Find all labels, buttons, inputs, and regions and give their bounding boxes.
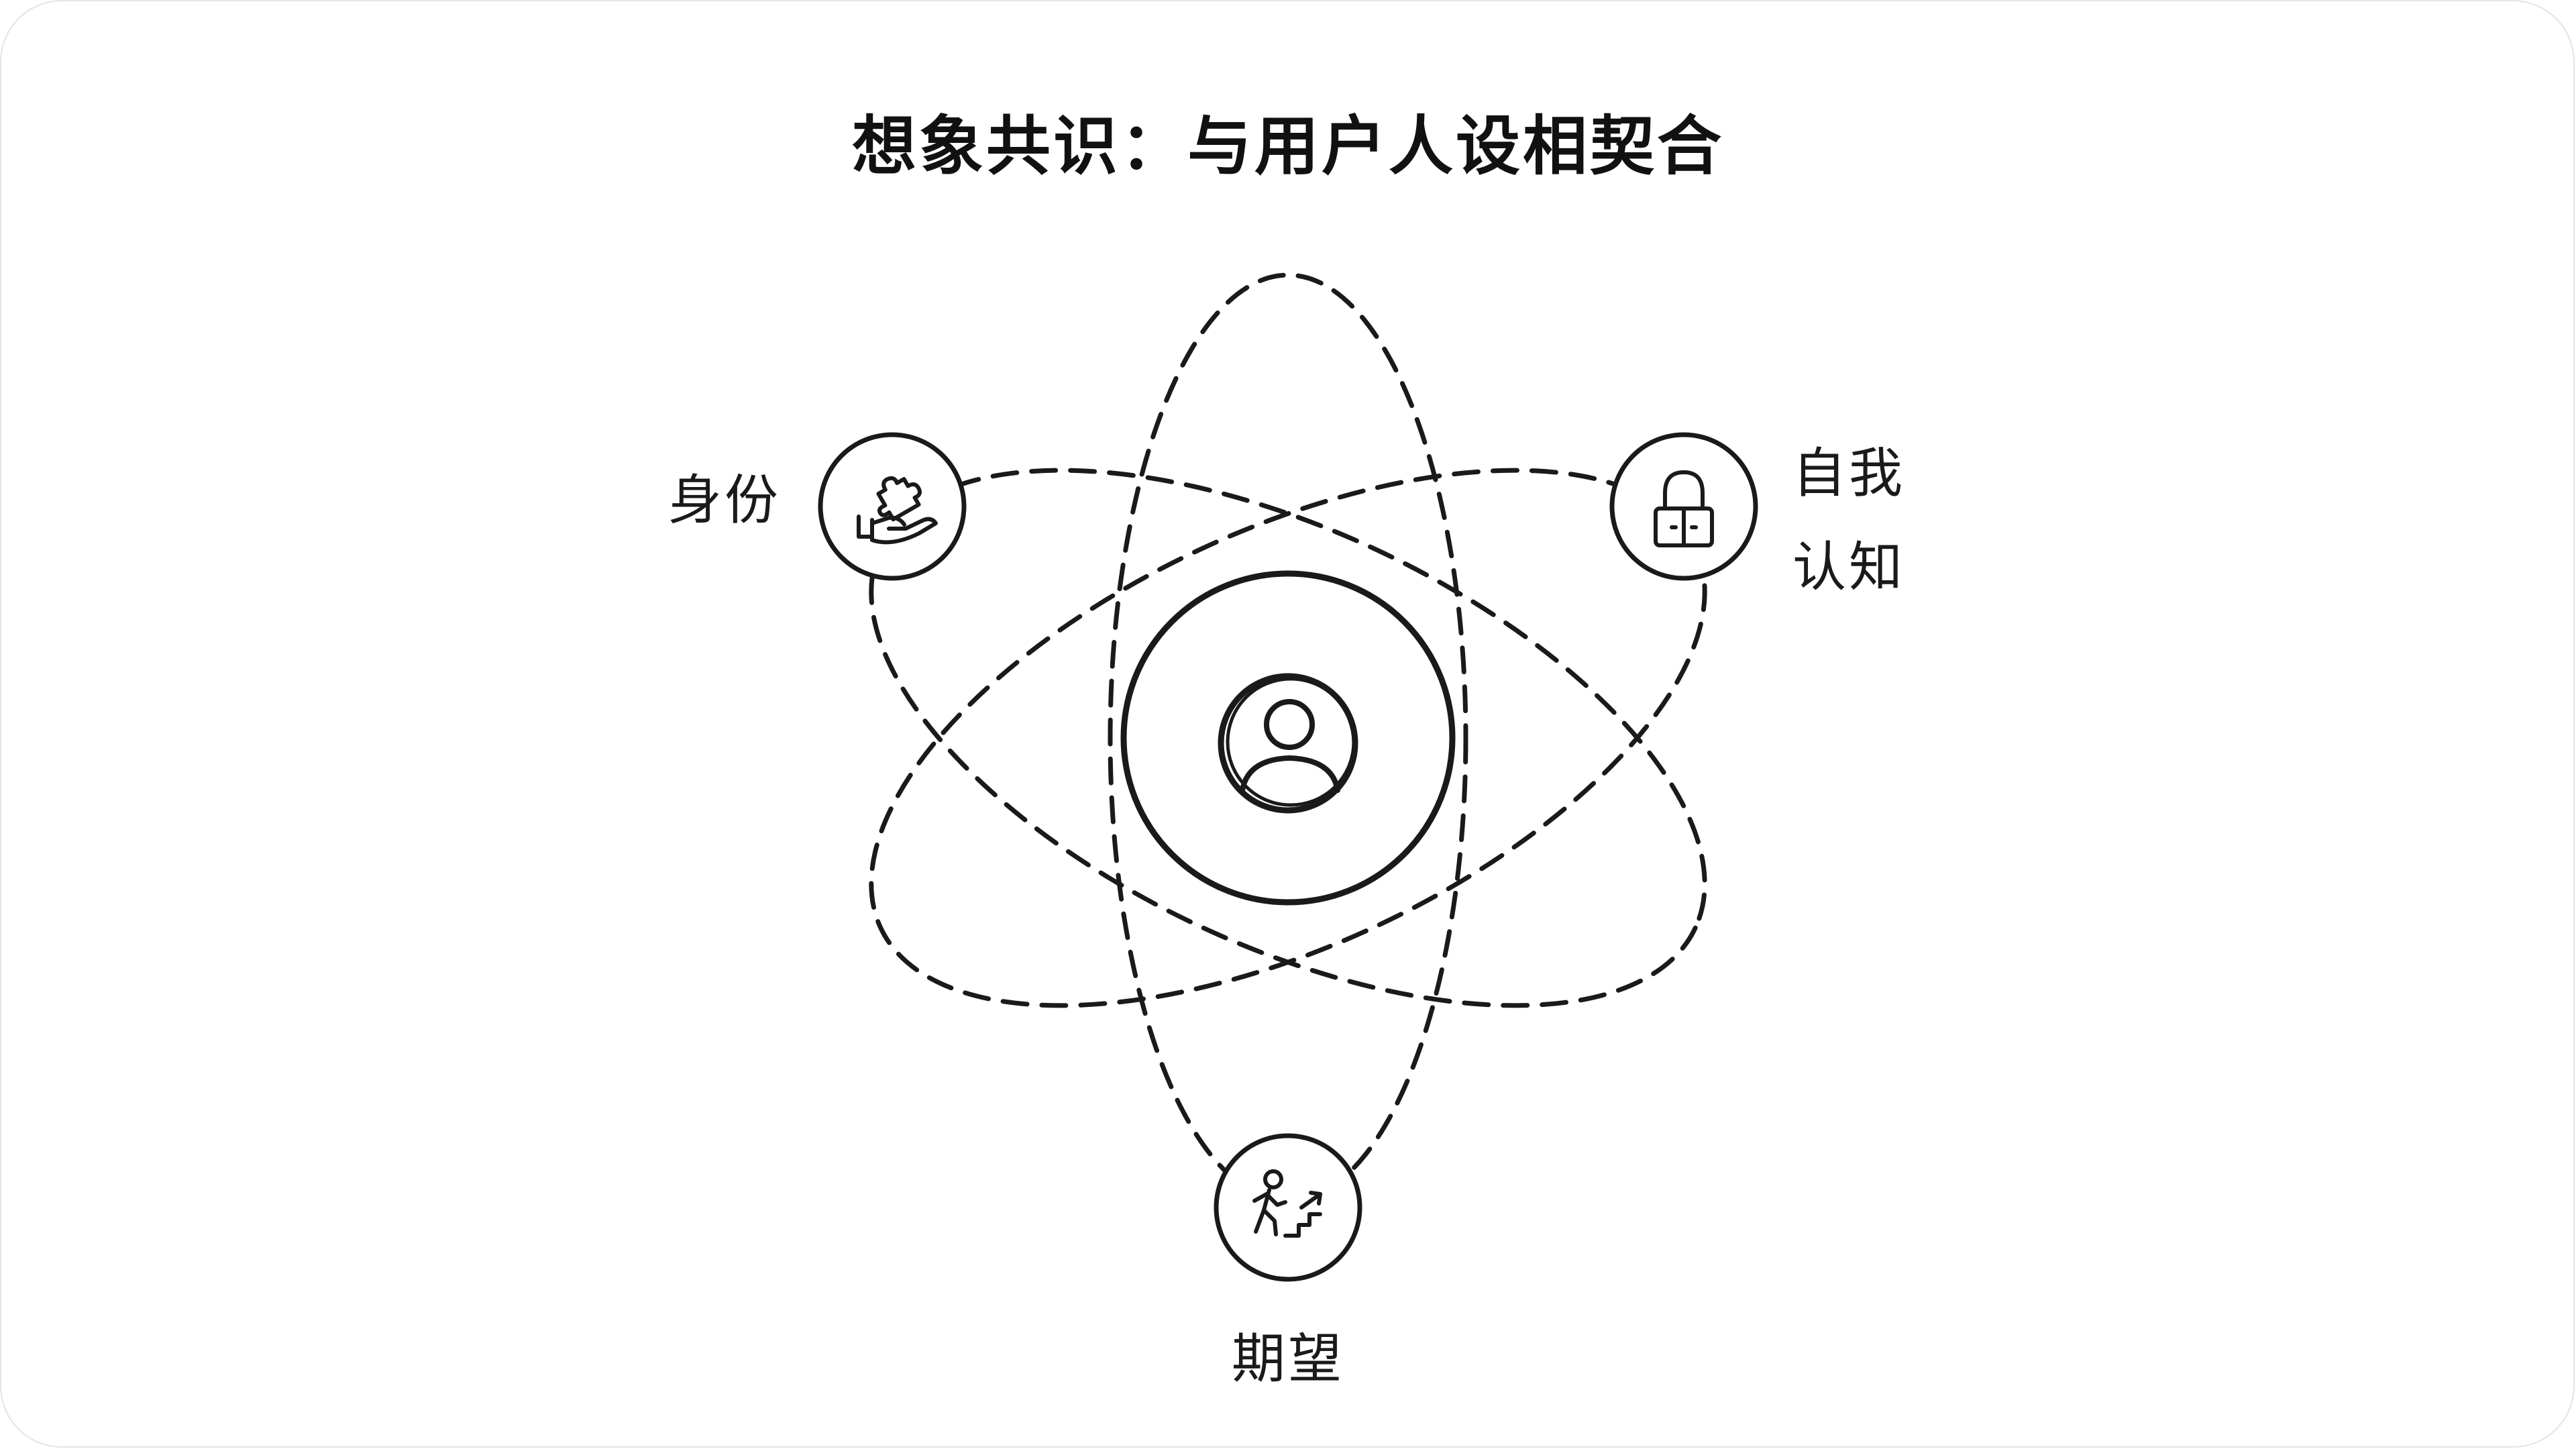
- user-avatar-icon: [1218, 673, 1358, 814]
- hand-puzzle-icon: [857, 476, 938, 545]
- padlock-icon: [1654, 470, 1714, 547]
- node-label-self-cognition-line-1: 自我: [1792, 442, 1905, 504]
- node-label-expectation: 期望: [1232, 1328, 1344, 1390]
- node-label-identity: 身份: [668, 469, 781, 531]
- node-label-self-cognition: 自我 认知: [1792, 427, 1905, 614]
- node-label-self-cognition-line-2: 认知: [1792, 536, 1905, 598]
- person-climbing-stairs-icon: [1252, 1169, 1322, 1238]
- identity-node: [818, 432, 967, 581]
- expectation-node: [1214, 1133, 1362, 1282]
- self-cognition-node: [1609, 432, 1758, 581]
- center-node: [1120, 570, 1456, 906]
- diagram-title: 想象共识：与用户人设相契合: [852, 109, 1724, 184]
